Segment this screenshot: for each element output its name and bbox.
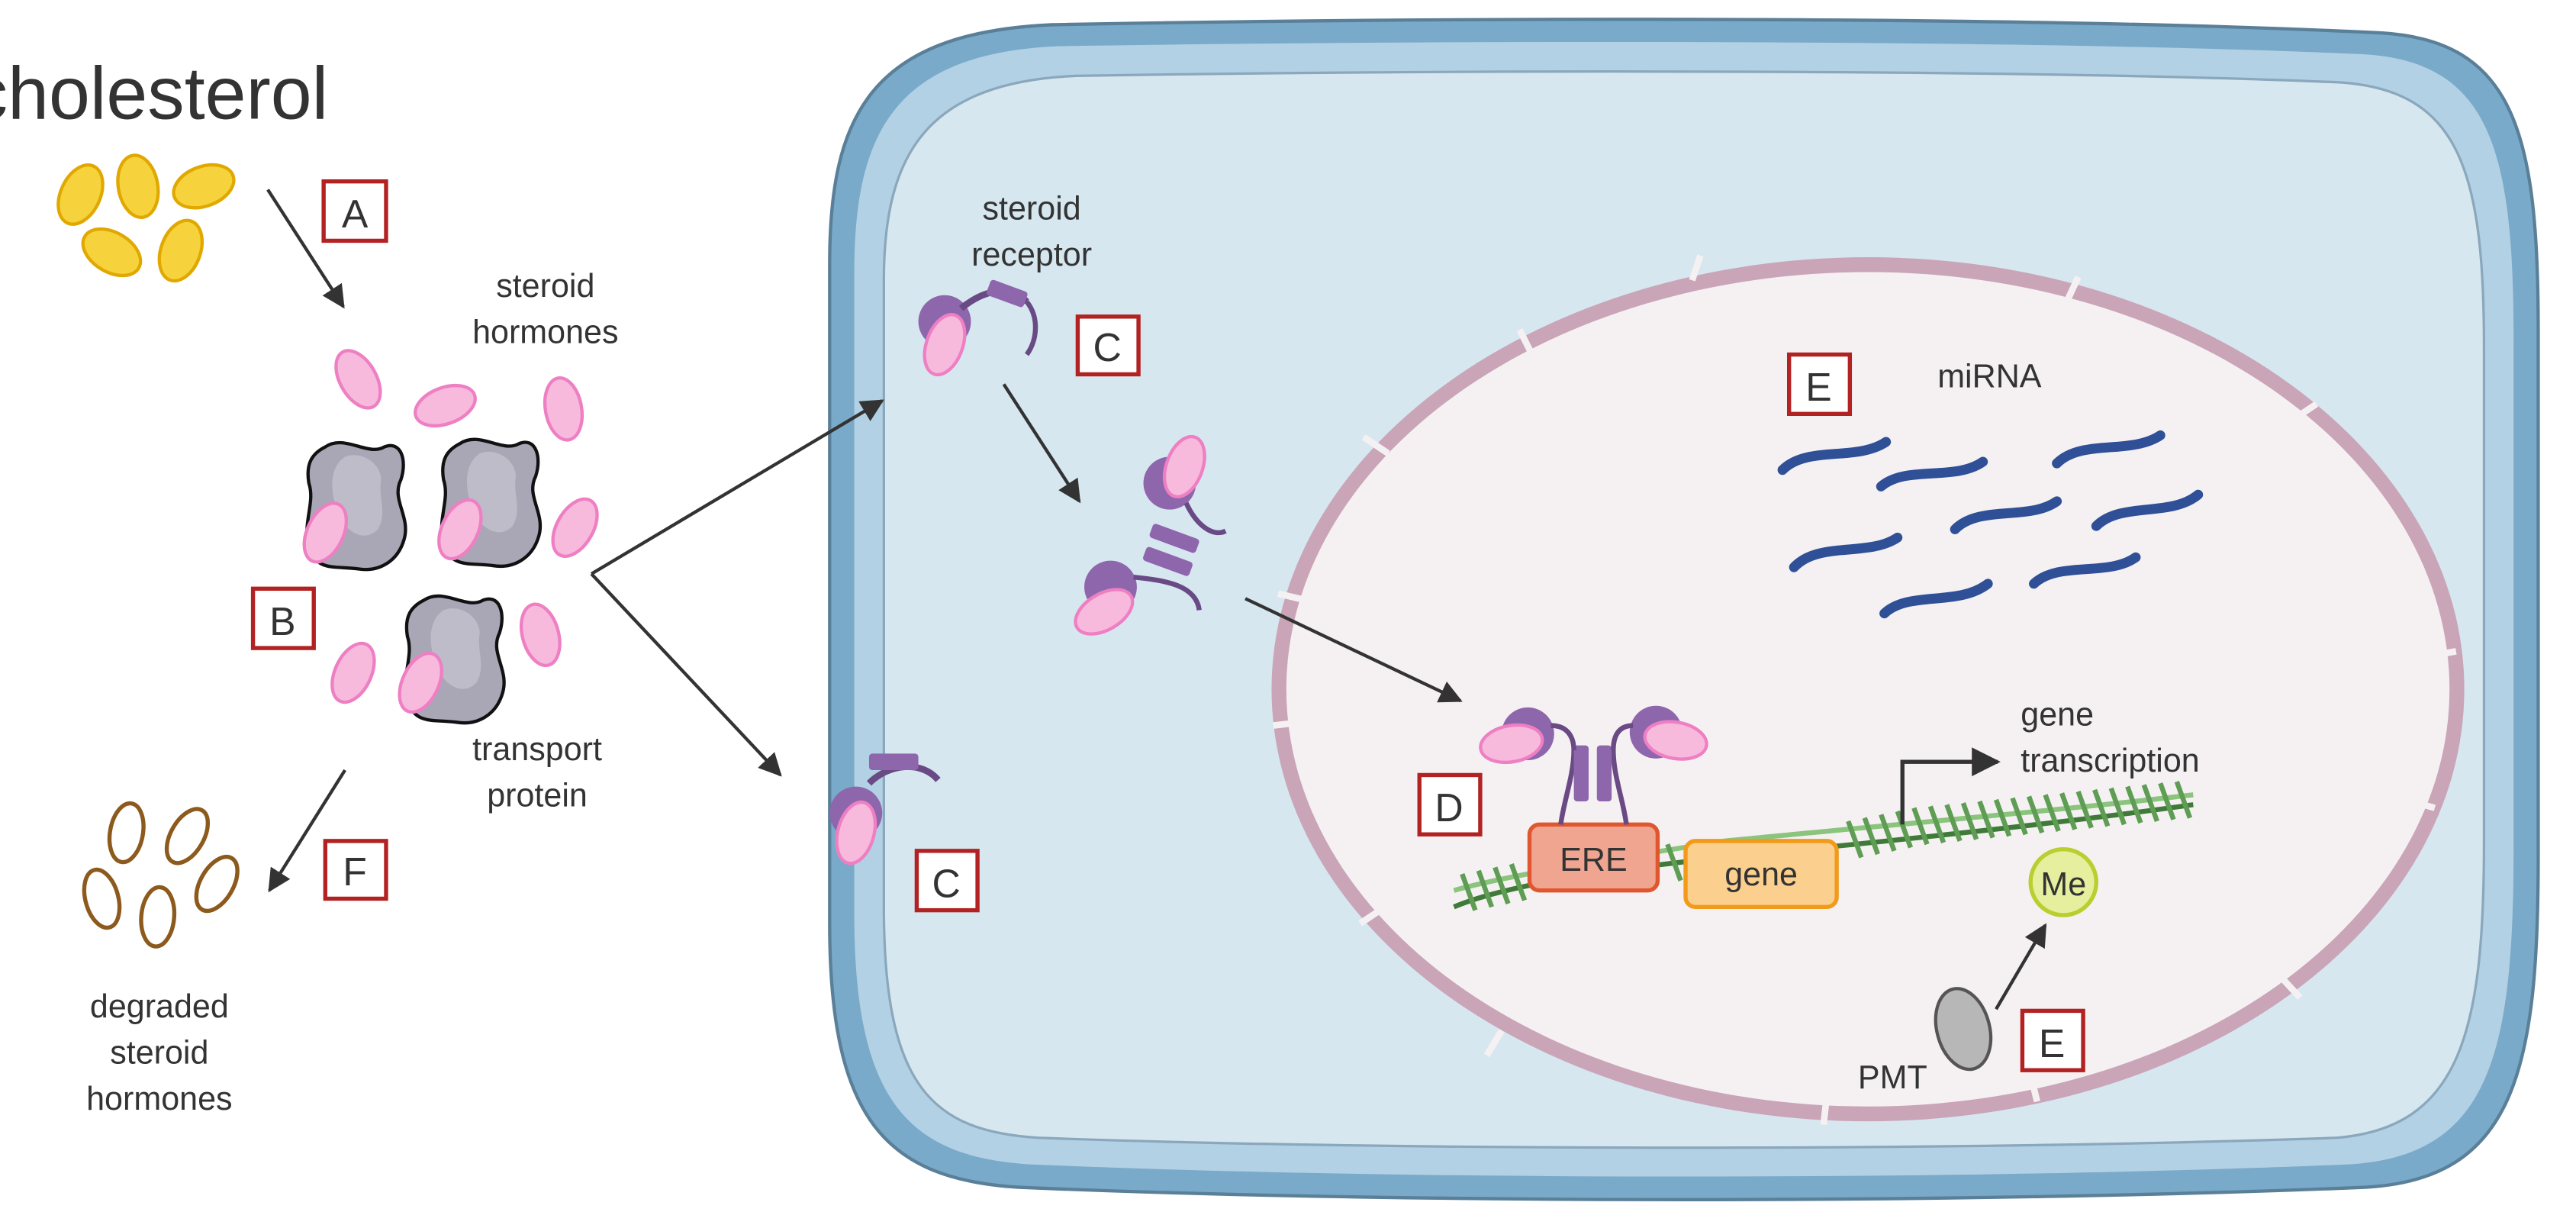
degraded-hormone xyxy=(139,886,177,948)
svg-text:E: E xyxy=(1805,365,1831,409)
steroid-hormone xyxy=(515,600,566,670)
methyl-group: Me xyxy=(2028,846,2098,917)
mirna-strand xyxy=(1950,496,2062,535)
cholesterol-label: cholesterol xyxy=(0,51,328,134)
mirna-strand xyxy=(1789,532,1903,572)
mirna-strand xyxy=(1777,437,1892,475)
label-box-b: B xyxy=(250,586,316,650)
label-box-f: F xyxy=(323,839,388,901)
mirna-strand xyxy=(2091,489,2204,531)
mirna-strand xyxy=(2029,552,2141,589)
mirna-label: miRNA xyxy=(1937,359,2042,395)
transport-protein-label-line1: transport xyxy=(472,731,602,768)
transport-protein-complex xyxy=(296,443,406,569)
svg-text:E: E xyxy=(2039,1021,2065,1065)
svg-text:C: C xyxy=(932,861,961,905)
steroid-receptor-label-line2: receptor xyxy=(971,237,1092,273)
steroid-hormones-label-line2: hormones xyxy=(472,314,618,350)
svg-text:gene: gene xyxy=(1724,856,1798,893)
cholesterol-molecule xyxy=(168,157,240,216)
steroid-hormone xyxy=(410,378,481,434)
mirna-strand xyxy=(1879,579,1993,619)
degraded-label-line2: steroid xyxy=(110,1034,208,1071)
cholesterol-molecule xyxy=(113,152,163,221)
transcription-start-arrow xyxy=(1900,747,2001,825)
degraded-hormone xyxy=(158,802,216,870)
mirna-strand xyxy=(1876,456,1988,492)
svg-text:Me: Me xyxy=(2040,866,2086,903)
label-box-a: A xyxy=(321,179,388,243)
transport-protein-label-line2: protein xyxy=(487,777,588,814)
arrow-to-degraded-hormones xyxy=(268,769,346,893)
svg-text:C: C xyxy=(1093,325,1122,369)
svg-text:A: A xyxy=(342,192,369,236)
label-box-c-upper: C xyxy=(1075,314,1141,377)
arrow-cholesterol-to-hormones xyxy=(266,189,345,309)
transport-protein-complex xyxy=(391,596,504,723)
pmt-label: PMT xyxy=(1858,1059,1927,1096)
receptor-dimer-cytoplasm xyxy=(1068,431,1227,643)
gene-transcription-label-line2: transcription xyxy=(2021,743,2199,779)
arrow-receptor-to-dimer xyxy=(1002,383,1081,504)
cholesterol-molecule xyxy=(75,220,149,285)
steroid-receptor-label-line1: steroid xyxy=(983,190,1081,227)
nuclear-pores xyxy=(1273,254,2457,1125)
degraded-label-line3: hormones xyxy=(86,1081,232,1117)
degraded-hormone xyxy=(79,865,126,931)
degraded-hormone xyxy=(188,850,246,918)
gene-element: gene xyxy=(1683,839,1839,909)
label-box-e-pmt: E xyxy=(2020,1008,2085,1072)
degraded-hormone xyxy=(105,801,148,865)
arrow-into-cell-upper xyxy=(591,399,884,575)
steroid-hormone xyxy=(540,375,587,443)
svg-text:F: F xyxy=(343,849,367,894)
svg-text:D: D xyxy=(1435,785,1463,830)
svg-text:ERE: ERE xyxy=(1560,842,1628,878)
mirna-strands xyxy=(1777,430,2204,619)
steroid-hormone xyxy=(324,637,383,708)
label-box-e-mirna: E xyxy=(1786,352,1853,416)
arrow-dimer-to-nucleus xyxy=(1245,597,1463,703)
ere-element: ERE xyxy=(1527,822,1660,893)
pmt-enzyme xyxy=(1934,987,1993,1072)
cholesterol-molecule xyxy=(152,214,211,287)
gene-transcription-label-line1: gene xyxy=(2021,697,2094,733)
label-box-c-lower: C xyxy=(914,849,980,913)
cholesterol-group xyxy=(50,152,240,287)
arrow-into-cell-lower xyxy=(590,572,782,777)
cholesterol-molecule xyxy=(50,158,111,231)
receptor-dimer-dna-bound xyxy=(1477,705,1709,825)
label-box-d: D xyxy=(1417,772,1483,836)
steroid-receptor-bound-upper xyxy=(917,279,1038,381)
steroid-receptor-bound-lower xyxy=(829,753,941,868)
steroid-hormone xyxy=(327,343,389,415)
degraded-label-line1: degraded xyxy=(90,988,229,1025)
degraded-steroid-hormones xyxy=(79,801,246,948)
nucleus xyxy=(1271,254,2465,1125)
arrow-pmt-to-methyl xyxy=(1995,923,2047,1011)
nucleoplasm xyxy=(1286,272,2450,1107)
svg-text:B: B xyxy=(269,599,295,643)
mirna-strand xyxy=(2052,430,2165,469)
transport-protein-complex xyxy=(430,440,540,566)
steroid-hormones-label-line1: steroid xyxy=(496,268,594,305)
steroid-hormone xyxy=(544,492,607,564)
